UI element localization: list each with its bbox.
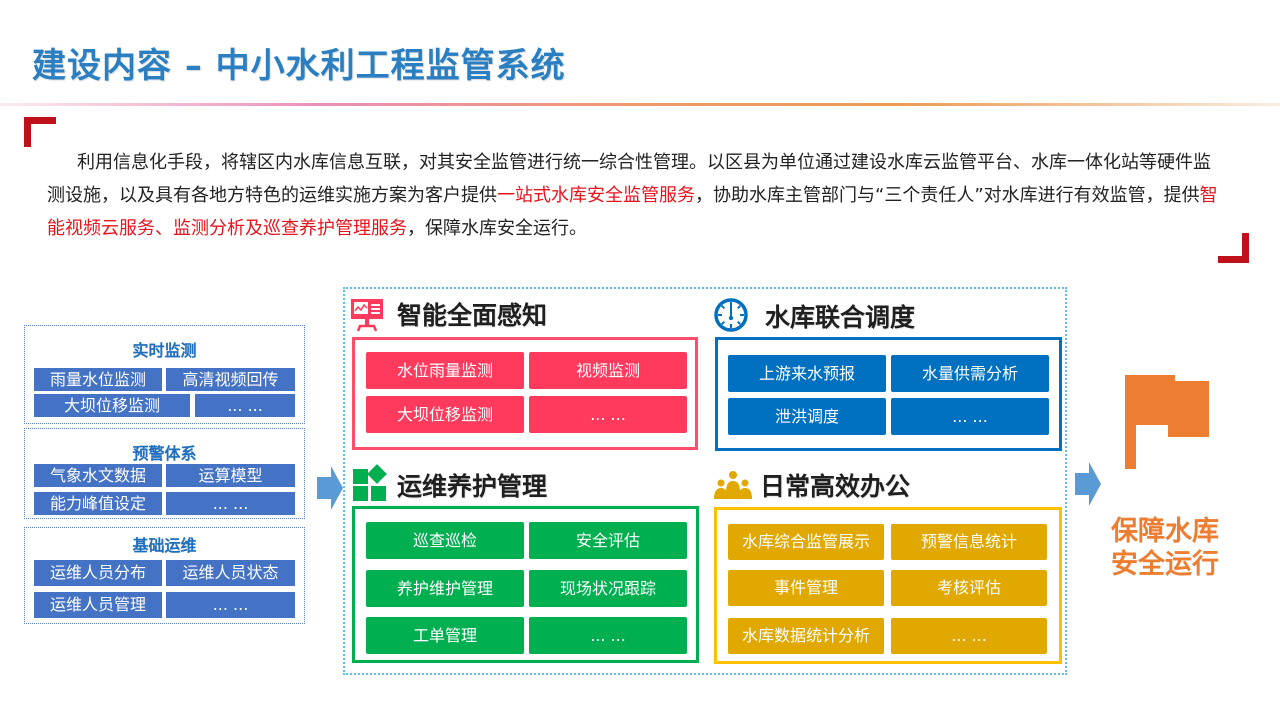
maintenance-tile: 现场状况跟踪 — [529, 570, 687, 607]
left-tile: 运算模型 — [166, 464, 295, 487]
people-group-icon — [714, 471, 752, 499]
presentation-chart-icon — [351, 299, 383, 332]
office-tile: 水库综合监管展示 — [728, 524, 884, 560]
dispatch-tile: 泄洪调度 — [728, 398, 886, 435]
left-tile: ... ... — [166, 492, 295, 515]
goal-line-1: 保障水库 — [1111, 516, 1219, 547]
maintenance-tile: 巡查巡检 — [366, 522, 524, 559]
office-tile: 预警信息统计 — [891, 524, 1047, 560]
corner-bracket-top-left — [24, 117, 56, 147]
office-tile: 水库数据统计分析 — [728, 618, 884, 654]
flag-icon — [1125, 375, 1209, 469]
left-group-title: 实时监测 — [132, 341, 197, 360]
arrow-right-icon — [1075, 462, 1101, 506]
title-divider — [0, 103, 1280, 106]
page-title: 建设内容 – 中小水利工程监管系统 — [32, 46, 566, 86]
office-tile: 事件管理 — [728, 570, 884, 606]
perception-tile: 大坝位移监测 — [366, 396, 524, 433]
intro-highlight: 智能视频云服务、监测分析及巡查养护管理服务 — [47, 185, 1218, 239]
left-tile: 能力峰值设定 — [34, 492, 162, 515]
left-tile: 运维人员状态 — [166, 560, 295, 586]
left-group-title: 预警体系 — [132, 444, 197, 463]
left-tile: ... ... — [195, 394, 295, 417]
left-group-warning-system: 预警体系 气象水文数据 运算模型 能力峰值设定 ... ... — [24, 428, 305, 519]
arrow-right-icon — [317, 466, 343, 510]
left-tile: 气象水文数据 — [34, 464, 162, 487]
capabilities-container — [343, 287, 1067, 675]
goal-label: 保障水库 安全运行 — [1100, 515, 1230, 581]
dispatch-tile: 上游来水预报 — [728, 355, 886, 392]
maintenance-tile: ... ... — [529, 617, 687, 654]
perception-tile: 视频监测 — [529, 352, 687, 389]
left-tile: 运维人员分布 — [34, 560, 162, 586]
maintenance-tile: 安全评估 — [529, 522, 687, 559]
left-group-realtime-monitoring: 实时监测 雨量水位监测 高清视频回传 大坝位移监测 ... ... — [24, 325, 305, 424]
left-group-basic-ops: 基础运维 运维人员分布 运维人员状态 运维人员管理 ... ... — [24, 527, 305, 624]
blocks-grid-icon — [353, 464, 387, 501]
intro-highlight: 一站式水库安全监管服务 — [497, 185, 695, 206]
left-group-title: 基础运维 — [132, 536, 197, 555]
intro-paragraph: 利用信息化手段，将辖区内水库信息互联，对其安全监管进行统一综合性管理。以区县为单… — [47, 146, 1227, 245]
section-title-maintenance: 运维养护管理 — [397, 472, 548, 501]
intro-text: 利用信息化手段，将辖区内水库信息互联，对其安全监管进行统一综合性管理。以区县为单… — [47, 152, 1211, 206]
intro-text: ，协助水库主管部门与“三个责任人”对水库进行有效监管，提供 — [695, 185, 1200, 206]
office-tile: ... ... — [891, 618, 1047, 654]
section-title-dispatch: 水库联合调度 — [765, 303, 916, 332]
dial-gauge-icon — [714, 298, 748, 332]
goal-line-2: 安全运行 — [1111, 549, 1219, 580]
section-title-office: 日常高效办公 — [760, 472, 911, 501]
left-tile: ... ... — [166, 592, 295, 618]
office-tile: 考核评估 — [891, 570, 1047, 606]
dispatch-tile: 水量供需分析 — [891, 355, 1049, 392]
intro-text: ，保障水库安全运行。 — [407, 218, 587, 239]
left-tile: 运维人员管理 — [34, 592, 162, 618]
left-tile: 大坝位移监测 — [34, 394, 190, 417]
left-tile: 雨量水位监测 — [34, 368, 162, 391]
perception-tile: ... ... — [529, 396, 687, 433]
perception-tile: 水位雨量监测 — [366, 352, 524, 389]
left-tile: 高清视频回传 — [166, 368, 295, 391]
dispatch-tile: ... ... — [891, 398, 1049, 435]
maintenance-tile: 养护维护管理 — [366, 570, 524, 607]
corner-bracket-bottom-right — [1218, 233, 1249, 263]
section-title-perception: 智能全面感知 — [397, 301, 548, 330]
maintenance-tile: 工单管理 — [366, 617, 524, 654]
